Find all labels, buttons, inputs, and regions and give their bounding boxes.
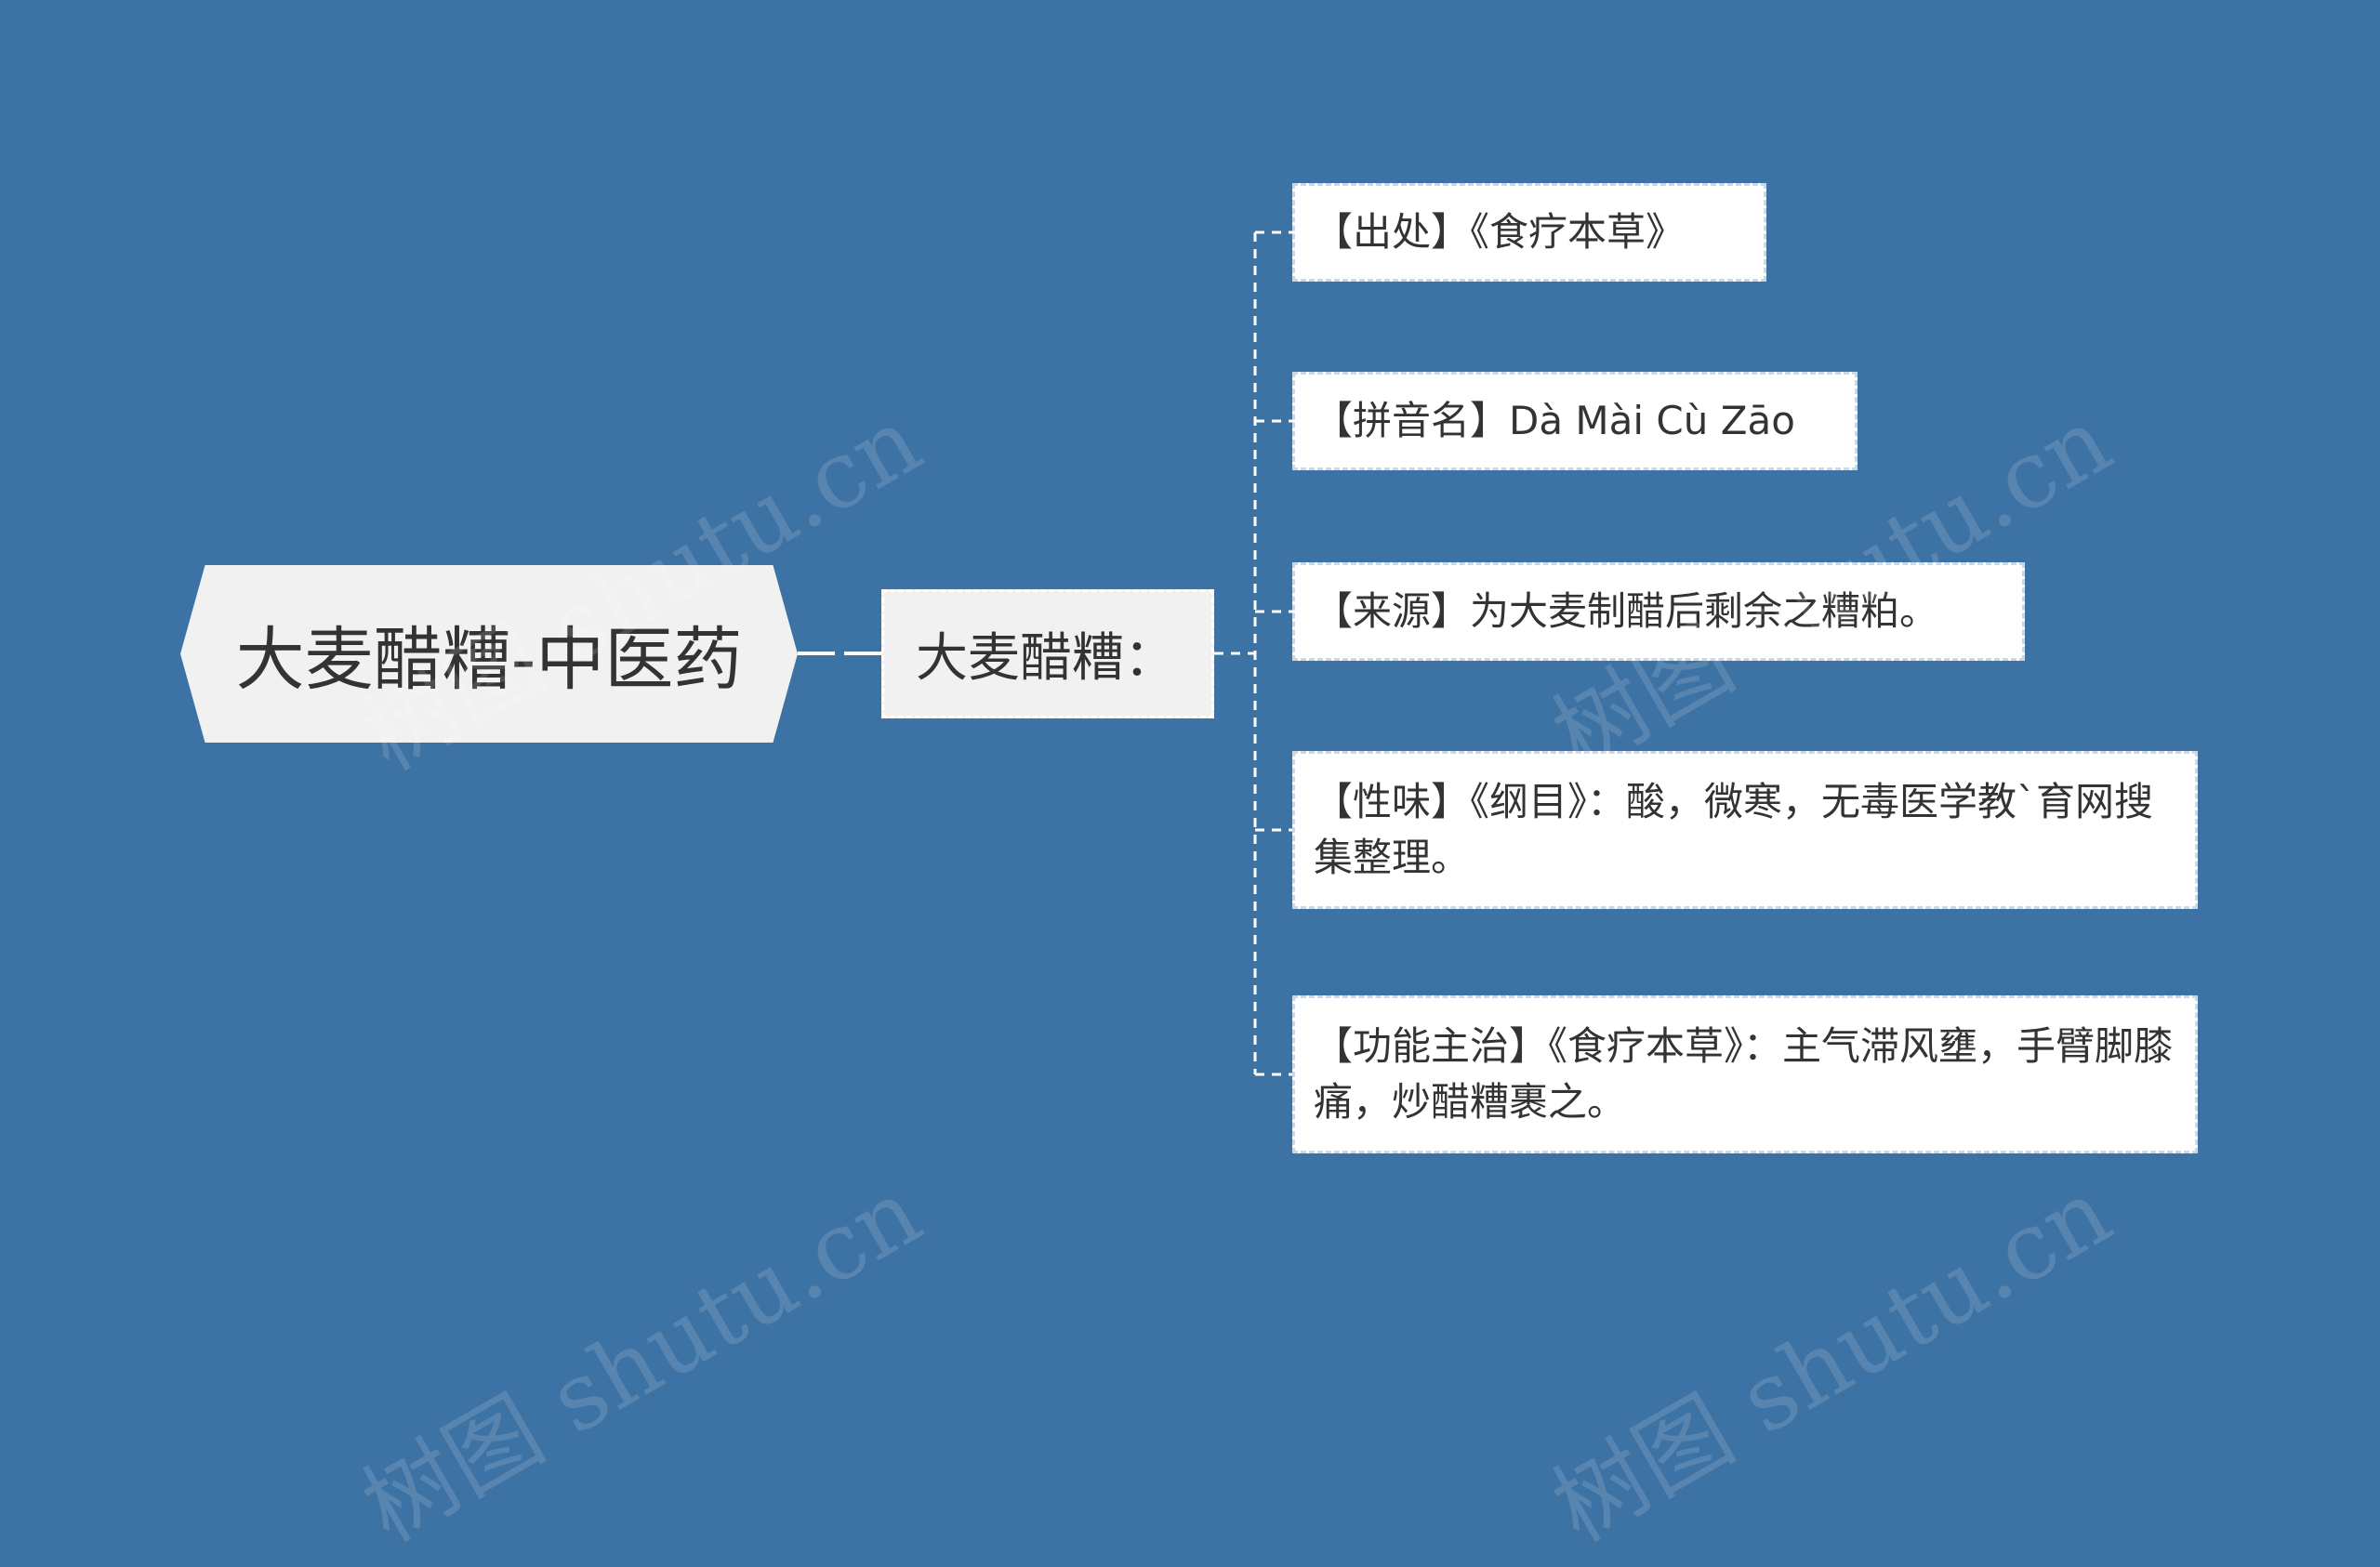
leaf-node-label: 【功能主治】《食疗本草》：主气滞风壅，手臂脚膝痛，炒醋糟裹之。 [1314,1023,2174,1125]
leaf-node-label: 【性味】《纲目》：酸，微寒，无毒医学教`育网搜集整理。 [1314,779,2154,880]
leaf-node-indications[interactable]: 【功能主治】《食疗本草》：主气滞风壅，手臂脚膝痛，炒醋糟裹之。 [1292,995,2198,1153]
leaf-node-label: 【拼音名】Dà Mài Cù Zāo [1314,398,1795,443]
middle-node-label: 大麦醋糟： [916,628,1176,689]
leaf-node-nature-taste[interactable]: 【性味】《纲目》：酸，微寒，无毒医学教`育网搜集整理。 [1292,751,2198,909]
leaf-node-origin[interactable]: 【来源】为大麦制醋后剩余之糟粕。 [1292,562,2025,661]
middle-node[interactable]: 大麦醋糟： [881,589,1214,718]
mind-map-canvas: 大麦醋糟-中医药 大麦醋糟： 【出处】《食疗本草》 【拼音名】Dà Mài Cù… [180,183,2198,1562]
connector-lines [798,230,1292,1076]
leaf-node-label: 【来源】为大麦制醋后剩余之糟粕。 [1314,588,1939,634]
leaf-node-pinyin[interactable]: 【拼音名】Dà Mài Cù Zāo [1292,372,1858,470]
root-node[interactable]: 大麦醋糟-中医药 [180,565,798,743]
root-node-label: 大麦醋糟-中医药 [235,620,743,700]
leaf-node-label: 【出处】《食疗本草》 [1314,209,1686,255]
leaf-node-source[interactable]: 【出处】《食疗本草》 [1292,183,1766,282]
